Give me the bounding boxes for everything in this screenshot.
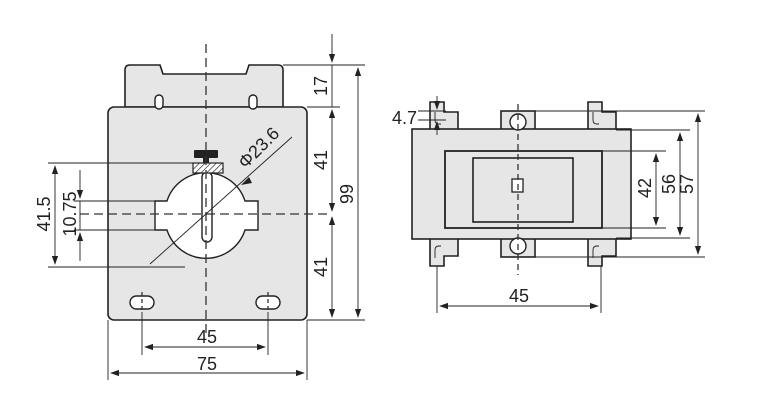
bracket-bottom-left: [429, 237, 459, 267]
dim-pin-offset: 4.7: [392, 108, 417, 128]
dim-upper-section: 41: [311, 150, 331, 170]
clamp-block: [192, 162, 224, 174]
dim-body-56: 56: [659, 174, 679, 194]
tab-slot-left: [154, 94, 164, 110]
dim-base-width: 45: [509, 286, 529, 306]
dim-window-height: 41.5: [34, 196, 54, 231]
dim-top-tab: 17: [311, 76, 331, 96]
dim-body-57: 57: [677, 174, 697, 194]
side-view: 4.7 42 56 57 45: [392, 96, 705, 313]
bar-slot: [201, 171, 213, 243]
top-mounting-tab: [124, 64, 284, 108]
bracket-bottom-right: [587, 237, 617, 267]
clamp-screw-head: [194, 150, 218, 158]
bracket-top-left: [429, 101, 459, 131]
front-view: 75 45 17 41 41 99 41.5: [34, 34, 365, 380]
dim-width-overall: 75: [197, 354, 217, 374]
dim-hole-spacing: 45: [197, 327, 217, 347]
dim-body-42: 42: [635, 178, 655, 198]
dim-bar-slot: 10.75: [60, 191, 80, 236]
tab-slot-right: [248, 94, 258, 110]
diameter-leader: [149, 136, 293, 265]
dim-height-overall: 99: [337, 184, 357, 204]
bracket-top-right: [587, 101, 617, 131]
dim-lower-section: 41: [311, 257, 331, 277]
